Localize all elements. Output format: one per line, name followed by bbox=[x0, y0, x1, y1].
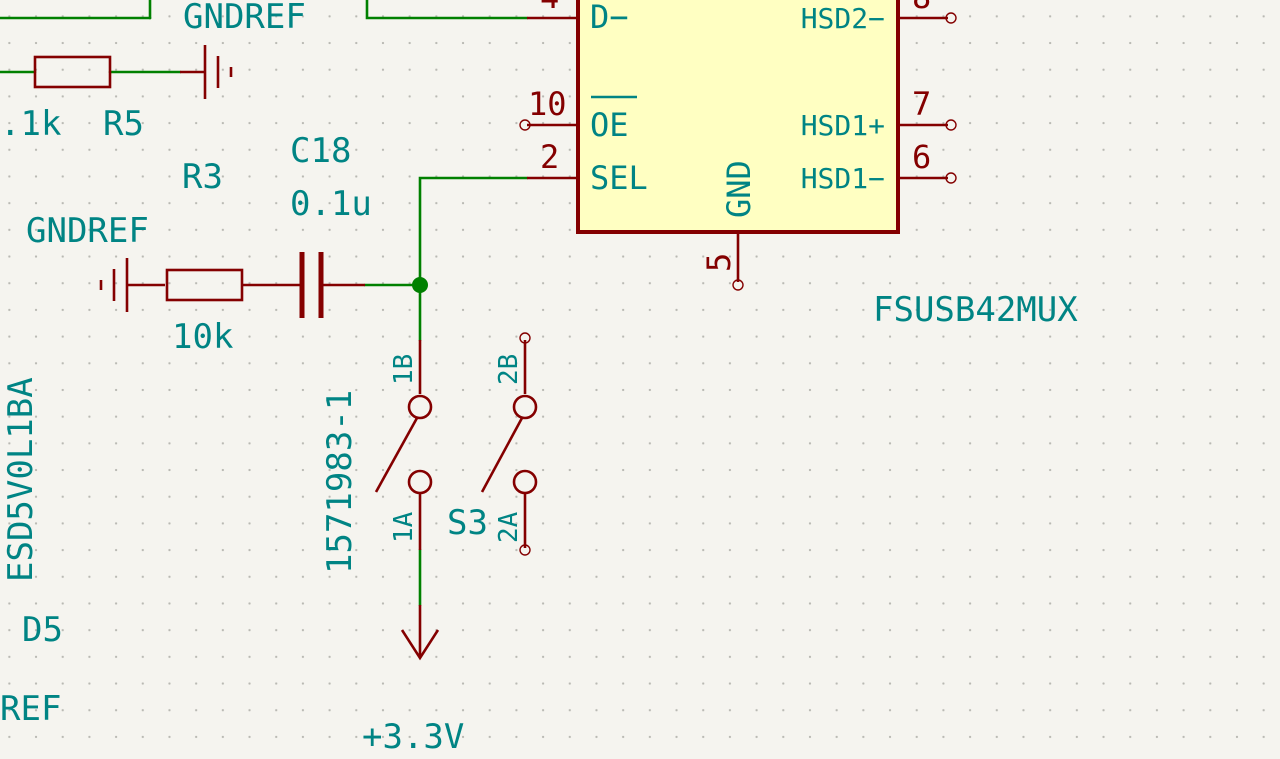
power-symbol-3v3[interactable] bbox=[400, 605, 440, 661]
pin-name-oe: OE bbox=[590, 106, 629, 144]
switch-value-label: 1571983-1 bbox=[320, 390, 360, 574]
d5-value-label: ESD5V0L1BA bbox=[1, 377, 41, 582]
pin-num-hsd1-minus: 6 bbox=[912, 138, 931, 176]
wire-d-minus[interactable] bbox=[365, 0, 529, 20]
pin-oe-endpoint[interactable] bbox=[519, 119, 531, 131]
pin-num-hsd2-minus: 8 bbox=[912, 0, 931, 16]
power-label: +3.3V bbox=[362, 717, 464, 757]
pin-hsd1m-endpoint[interactable] bbox=[945, 172, 957, 184]
gndref-label-mid: GNDREF bbox=[26, 211, 149, 251]
ref-cut-label: REF bbox=[0, 689, 61, 729]
d5-ref-label: D5 bbox=[22, 610, 63, 650]
switch-2b-endpoint[interactable] bbox=[519, 332, 531, 344]
r3-value-label: 10k bbox=[172, 317, 233, 357]
pin-num-gnd: 5 bbox=[700, 253, 738, 272]
r3-ref-label: R3 bbox=[182, 157, 223, 197]
resistor-r5[interactable] bbox=[33, 55, 112, 89]
switch-pin-2b: 2B bbox=[494, 354, 524, 385]
pin-num-oe: 10 bbox=[528, 85, 567, 123]
switch-s3[interactable] bbox=[374, 332, 538, 556]
switch-2-lever bbox=[480, 417, 524, 493]
switch-1-lever bbox=[374, 417, 419, 493]
wire-sel-net[interactable] bbox=[418, 176, 529, 287]
pin-hsd1p-endpoint[interactable] bbox=[945, 119, 957, 131]
r5-body bbox=[33, 55, 112, 89]
r5-ref-label: R5 bbox=[103, 104, 144, 144]
switch-pin-1b: 1B bbox=[389, 354, 419, 385]
switch-ref-label: S3 bbox=[447, 503, 488, 543]
r5-value-label: .1k bbox=[0, 104, 61, 144]
pin-num-hsd1-plus: 7 bbox=[912, 85, 931, 123]
pin-name-hsd2-minus: HSD2− bbox=[801, 2, 885, 35]
gndref-label-top: GNDREF bbox=[183, 0, 306, 37]
pin-num-d-minus: 4 bbox=[540, 0, 559, 16]
pin-name-d-minus: D− bbox=[590, 0, 629, 36]
switch-pin-1a: 1A bbox=[389, 511, 419, 543]
switch-1b-contact bbox=[407, 394, 433, 420]
c18-value-label: 0.1u bbox=[290, 184, 372, 224]
pin-num-sel: 2 bbox=[540, 138, 559, 176]
pin-hsd2m-endpoint[interactable] bbox=[945, 12, 957, 24]
pin-name-sel: SEL bbox=[590, 159, 648, 197]
r3-body bbox=[165, 268, 244, 302]
resistor-r3[interactable] bbox=[165, 268, 300, 302]
junction-dot[interactable] bbox=[412, 277, 428, 293]
ic-body bbox=[576, 0, 900, 234]
capacitor-c18[interactable] bbox=[299, 252, 365, 318]
pin-name-hsd1-plus: HSD1+ bbox=[801, 109, 885, 142]
mux-value-label: FSUSB42MUX bbox=[873, 290, 1078, 330]
switch-2a-contact bbox=[512, 469, 538, 495]
switch-1a-contact bbox=[407, 469, 433, 495]
switch-2b-contact bbox=[512, 394, 538, 420]
pin-name-hsd1-minus: HSD1− bbox=[801, 162, 885, 195]
switch-pin-2a: 2A bbox=[494, 511, 524, 543]
switch-2a-endpoint[interactable] bbox=[519, 544, 531, 556]
gndref-symbol-top[interactable] bbox=[180, 45, 233, 99]
wires bbox=[0, 0, 529, 607]
ic-fsusb42mux[interactable] bbox=[519, 0, 957, 291]
c18-ref-label: C18 bbox=[290, 131, 351, 171]
pin-name-gnd: GND bbox=[720, 160, 758, 218]
pin-gnd-endpoint[interactable] bbox=[732, 279, 744, 291]
gndref-symbol-mid[interactable] bbox=[99, 258, 165, 312]
